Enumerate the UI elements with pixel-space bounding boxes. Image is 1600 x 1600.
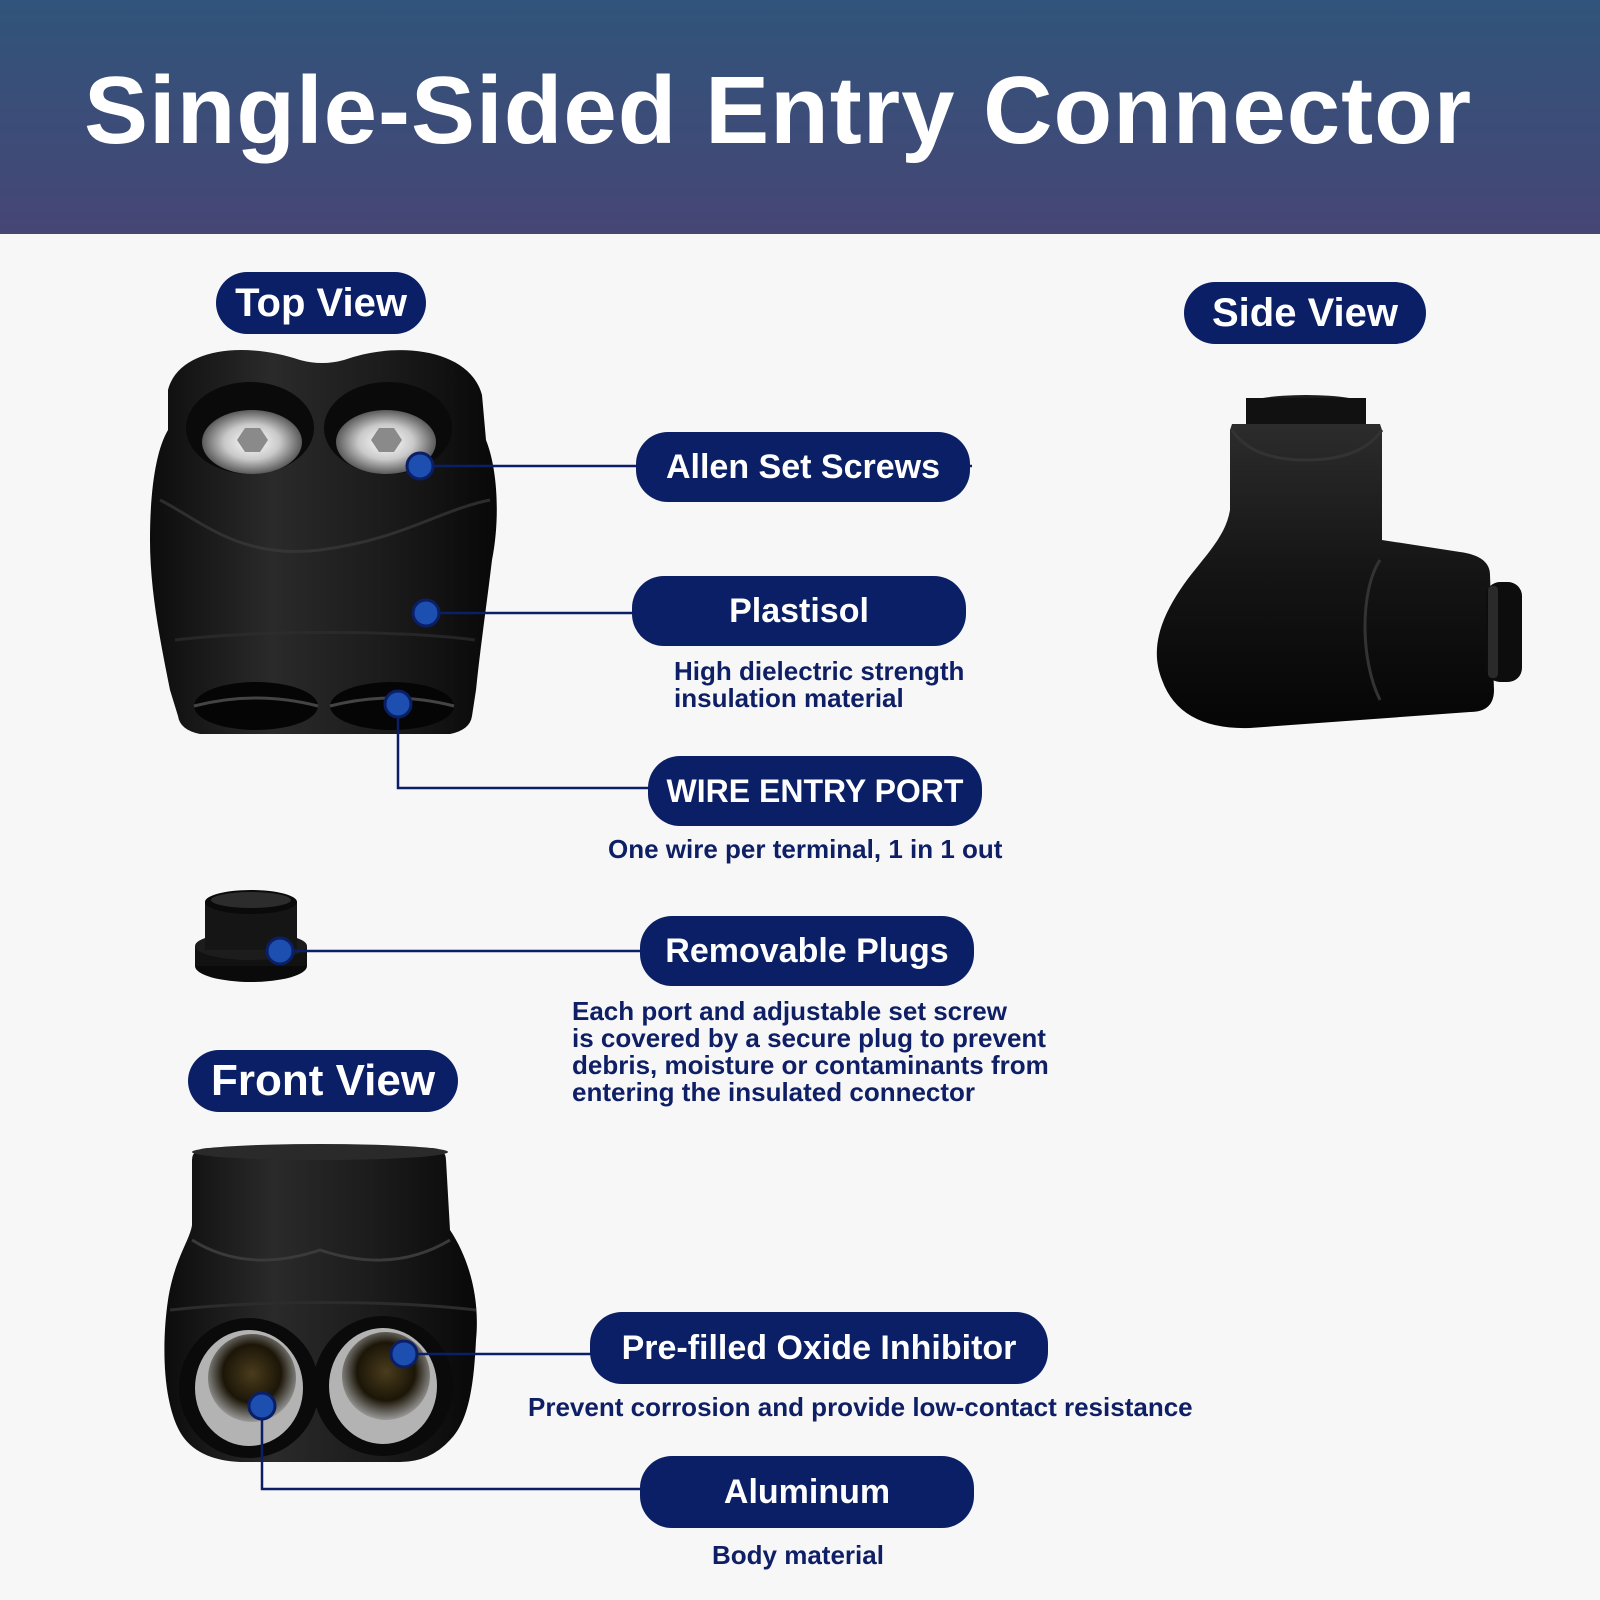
plastisol-description-line-2: insulation material (674, 683, 904, 713)
removable-plugs-description-line-4: entering the insulated connector (572, 1077, 976, 1107)
dot-removable-plugs (265, 936, 295, 966)
leader-aluminum (260, 1406, 644, 1491)
removable-plug (195, 890, 307, 982)
dot-oxide-inhibitor (389, 1339, 419, 1369)
callout-wire-entry-port: WIRE ENTRY PORT (648, 756, 982, 826)
wire-entry-port-description: One wire per terminal, 1 in 1 out (608, 834, 1003, 864)
front-view-connector (164, 1144, 477, 1462)
dot-aluminum (247, 1391, 277, 1421)
removable-plugs-description-line-2: is covered by a secure plug to prevent (572, 1023, 1046, 1053)
oxide-inhibitor-description: Prevent corrosion and provide low-contac… (528, 1392, 1193, 1422)
title-banner: Single-Sided Entry Connector (0, 0, 1600, 234)
callout-plastisol: Plastisol (632, 576, 966, 646)
page-title: Single-Sided Entry Connector (84, 57, 1473, 164)
removable-plugs-description-line-1: Each port and adjustable set screw (572, 996, 1007, 1026)
aluminum-description: Body material (712, 1540, 884, 1570)
callout-dots (247, 451, 441, 1421)
front-view-label: Front View (188, 1050, 458, 1112)
dot-plastisol (411, 598, 441, 628)
plastisol-description-line-1: High dielectric strength (674, 656, 965, 686)
side-view-connector (1156, 395, 1522, 729)
callout-removable-plugs: Removable Plugs (640, 916, 974, 986)
callout-allen-set-screws: Allen Set Screws (636, 432, 970, 502)
dot-wire-entry-port (383, 689, 413, 719)
side-view-label: Side View (1184, 282, 1426, 344)
callout-pre-filled-oxide-inhibitor: Pre-filled Oxide Inhibitor (590, 1312, 1048, 1384)
removable-plugs-description-line-3: debris, moisture or contaminants from (572, 1050, 1049, 1080)
callout-aluminum: Aluminum (640, 1456, 974, 1528)
dot-allen-screws (405, 451, 435, 481)
top-view-label: Top View (216, 272, 426, 334)
top-view-connector (150, 350, 497, 734)
leader-wire-entry-port (396, 704, 650, 790)
